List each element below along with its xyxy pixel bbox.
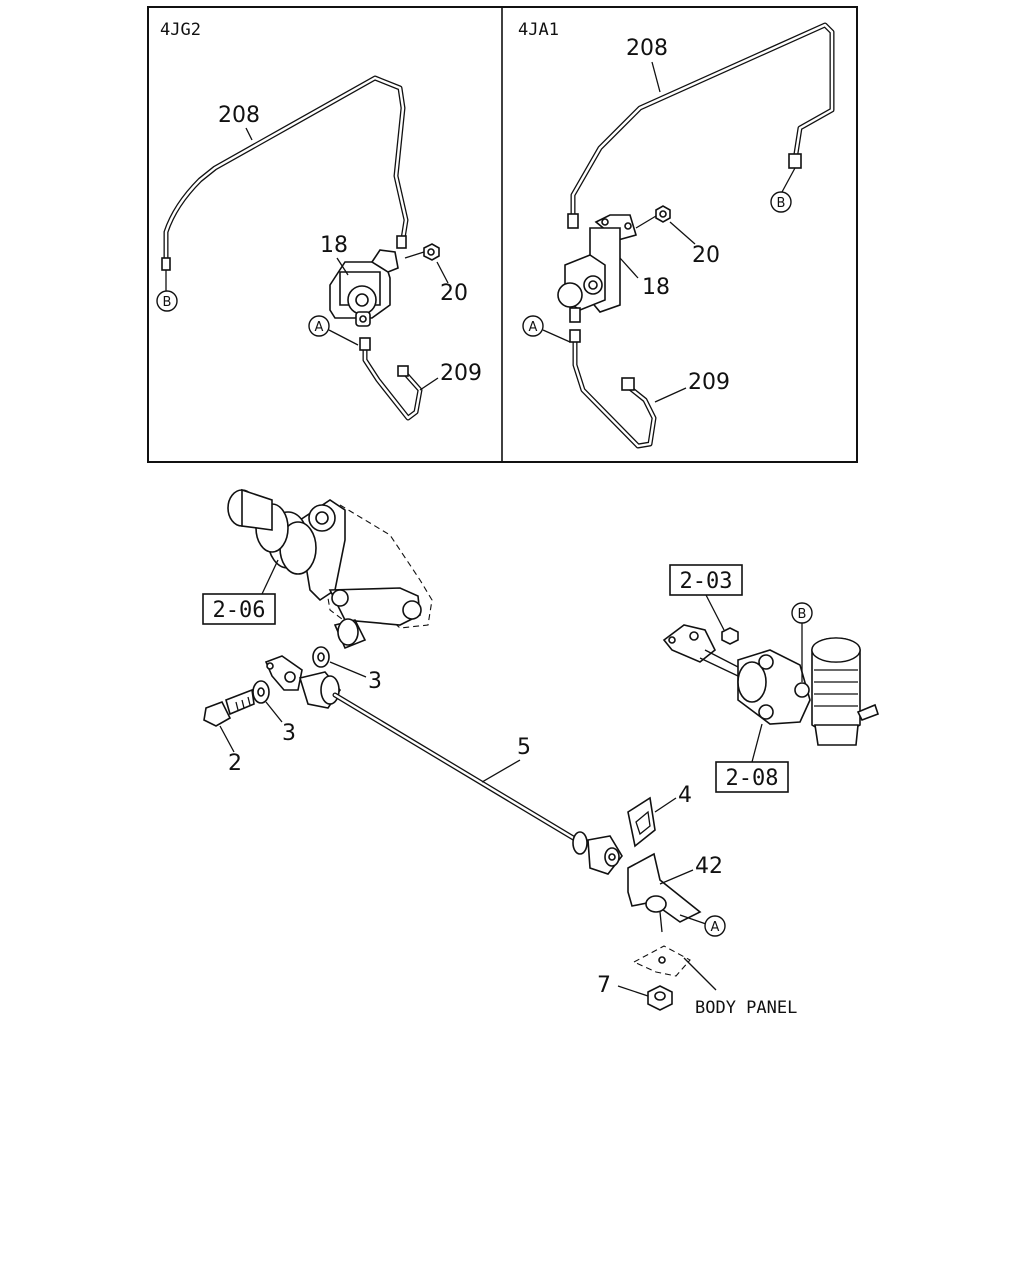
label-208-right: 208 [626,36,668,61]
label-18-right: 18 [642,275,670,300]
push-rod-5 [298,671,623,875]
label-3-lower: 3 [282,721,296,746]
clevis-fork [264,655,303,691]
ref-a-left: A [308,315,359,346]
body-panel-plate [632,945,717,991]
slave-cylinder-18-left [329,249,399,327]
bracket-42 [627,852,702,933]
svg-text:A: A [711,920,720,935]
engine-label-4ja1: 4JA1 [518,20,559,40]
svg-text:2-06: 2-06 [213,598,266,623]
master-cylinder [662,624,880,746]
svg-text:B: B [163,295,172,310]
slave-cylinder-18-right [557,214,638,323]
label-4: 4 [678,783,692,808]
panel-4jg2: 4JG2 208 B 18 [156,20,482,421]
bolt-2 [203,688,255,753]
svg-text:A: A [529,320,538,335]
body-panel-label: BODY PANEL [695,998,797,1018]
svg-text:2-03: 2-03 [680,569,733,594]
pipe-209-right [569,329,657,449]
label-3-upper: 3 [368,669,382,694]
ref-box-2-06: 2-06 [202,559,279,625]
svg-text:B: B [798,607,807,622]
ref-b-left: B [156,270,178,312]
pipe-208-left [161,75,409,271]
label-5: 5 [517,735,531,760]
label-18-left: 18 [320,233,348,258]
label-208-left: 208 [218,103,260,128]
label-7: 7 [597,973,611,998]
svg-text:2-08: 2-08 [726,766,779,791]
pipe-209-left [359,337,423,421]
panel-4ja1: 4JA1 208 B 18 [518,20,835,449]
label-209-left: 209 [440,361,482,386]
label-2: 2 [228,751,242,776]
washer-3-lower [252,680,283,723]
engine-label-4jg2: 4JG2 [160,20,201,40]
svg-text:A: A [315,320,324,335]
label-20-left: 20 [440,281,468,306]
ref-a-right: A [522,315,571,343]
svg-text:B: B [777,196,786,211]
pedal-lever-assembly [227,488,433,650]
nut-20-left [404,243,440,261]
label-42: 42 [695,854,723,879]
nut-7 [617,985,673,1011]
ref-b-right: B [770,167,796,213]
ref-box-2-08: 2-08 [715,723,789,793]
clip-4 [627,796,656,848]
ref-box-2-03: 2-03 [669,564,743,645]
ref-b-main: B [791,602,813,682]
nut-20-right [635,205,671,229]
pipe-208-right [567,22,835,229]
washer-3-upper [312,646,367,678]
label-209-right: 209 [688,370,730,395]
label-20-right: 20 [692,243,720,268]
ref-a-main: A [679,914,726,937]
